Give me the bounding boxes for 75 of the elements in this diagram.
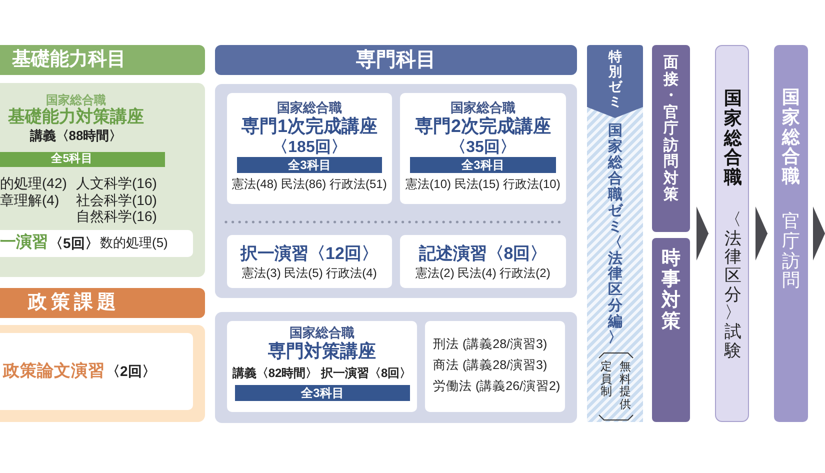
course-panel [215,84,577,298]
course-card [227,321,417,412]
subject-hours-text: 憲法(3) 民法(5) 行政法(4) [241,265,378,282]
course-hours: 講義〈82時間〉 択一演習〈8回〉 [231,365,413,382]
subject-count-text: 全3科目 [460,157,506,173]
vertical-title: 国家総合職ゼミ〈法律区分編〉 [608,124,622,348]
vertical-heading: 国家総合職 [782,88,800,187]
section-heading: 専門科目 [355,48,437,72]
subject-hours-text: 数的処理(5) [100,234,168,252]
course-subtitle: 国家総合職 [288,325,356,341]
vertical-heading: 特別ゼミ [608,50,622,110]
exam-step-box [715,45,749,422]
section-header-band [0,288,205,318]
exercise-title: 政策論文演習 [3,361,105,381]
vertical-heading: 国家総合職 [724,89,742,188]
subject-hours-text: 的処理(42) [0,175,67,192]
step-box [652,45,690,232]
exercise-box [0,230,193,257]
exercise-title: 一演習 [0,233,48,253]
course-card [425,321,565,412]
subject-hours-text: 刑法 (講義28/演習3) [433,336,548,353]
course-panel [0,325,205,422]
subject-hours-text: 労働法 (講義26/演習2) [433,378,560,395]
subject-hours-text: 人文科学(16) [76,175,157,192]
exercise-title: 記述演習〈8回〉 [418,243,548,264]
exercise-box [0,333,193,410]
exercise-title: 択一演習〈12回〉 [239,243,380,264]
visit-step-box [774,45,808,422]
note-text: 定員制 [600,361,612,399]
session-count: 〈35回〉 [449,139,517,157]
section-header-band [0,45,205,75]
course-title: 専門対策講座 [267,341,377,362]
step-box [652,238,690,422]
course-panel [215,312,577,423]
section-header-band [215,45,577,75]
vertical-label: 面接・官庁訪問対策 [664,55,678,204]
course-card [400,93,566,204]
session-count: 〈185回〉 [271,139,348,157]
course-panel [0,83,205,277]
vertical-label: 〈法律区分〉試験 [724,211,742,360]
subject-count-bar [410,157,556,173]
subject-count-text: 全5科目 [50,152,94,167]
course-hours: 講義〈88時間〉 [28,128,124,144]
course-title: 専門2次完成講座 [414,116,552,137]
course-subtitle: 国家総合職 [45,93,107,107]
subject-count-bar [0,152,165,167]
note-text: 無料提供 [619,361,631,412]
subject-hours-text: 憲法(10) 民法(15) 行政法(10) [404,176,562,193]
subject-hours-text: 社会科学(10) [76,192,157,209]
section-heading: 政策課題 [28,291,120,315]
course-title: 基礎能力対策講座 [7,107,145,127]
subject-hours-text: 自然科学(16) [76,208,157,225]
section-heading: 基礎能力科目 [12,48,126,72]
subject-hours-text: 憲法(2) 民法(4) 行政法(2) [414,265,552,282]
course-card [227,93,392,204]
subject-count-text: 全3科目 [300,385,345,401]
subject-hours-text: 商法 (講義28/演習3) [433,357,548,374]
chevron-arrow [755,206,768,260]
course-title: 専門1次完成講座 [240,116,378,137]
subject-count-text: 全3科目 [287,157,332,173]
course-card [227,235,392,288]
subject-hours-text: 章理解(4) [0,192,60,209]
pentagon-banner [587,45,643,118]
course-card [400,235,566,288]
vertical-label: 官庁訪問 [782,212,800,292]
session-count: 〈5回〉 [49,234,99,253]
vertical-label: 時事対策 [662,249,680,333]
session-count: 〈2回〉 [106,362,156,381]
chevron-arrow [696,206,709,260]
subject-count-bar [237,157,382,173]
course-subtitle: 国家総合職 [276,100,343,116]
hatched-column [587,107,643,422]
subject-count-bar [235,385,410,401]
subject-hours-text: 憲法(48) 民法(86) 行政法(51) [231,176,388,193]
course-subtitle: 国家総合職 [450,100,516,116]
